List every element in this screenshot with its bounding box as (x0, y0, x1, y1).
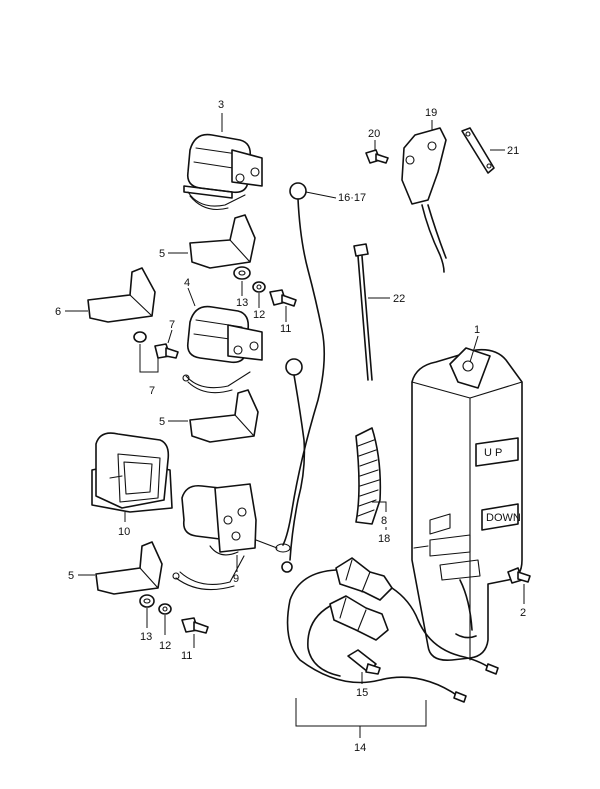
control-box-part-1: U P DOWN (411, 347, 523, 662)
label-1: 1 (474, 324, 480, 336)
clip-part-21 (461, 127, 495, 174)
label-11-lower: 11 (181, 650, 192, 662)
washer-part-7 (133, 331, 147, 343)
cable-part-16-17 (281, 182, 326, 573)
label-11-upper: 11 (280, 323, 291, 335)
boot-part-10 (91, 432, 173, 513)
relay-part-4 (182, 305, 263, 394)
label-12-lower: 12 (159, 640, 171, 652)
bracket-part-6 (87, 267, 156, 323)
fuse-part-15 (347, 649, 381, 675)
label-5-lower: 5 (68, 570, 74, 582)
label-10: 10 (118, 526, 130, 538)
washer-part-12-upper (252, 281, 266, 293)
leader-14 (295, 698, 427, 727)
bracket-part-5-lower (95, 541, 163, 595)
label-18: 18 (378, 533, 390, 545)
up-label: U P (484, 447, 502, 459)
leader-4 (187, 287, 196, 307)
tube-part-8-18 (355, 427, 382, 525)
bracket-part-5-upper (189, 214, 256, 269)
leader-8 (372, 501, 387, 512)
screw-part-2 (507, 567, 531, 584)
leader-16-17 (305, 191, 337, 199)
label-13-lower: 13 (140, 631, 152, 643)
down-label: DOWN (486, 512, 521, 524)
cable-tie-part-22 (353, 243, 373, 381)
label-16-17: 16·17 (338, 192, 366, 204)
bracket-part-5-middle (189, 389, 259, 443)
leader-1 (469, 335, 479, 363)
switch-part-19 (401, 127, 447, 273)
bolt-part-11-upper (269, 289, 297, 307)
label-14: 14 (354, 742, 366, 754)
harness-part-14 (286, 557, 499, 703)
label-7-upper: 7 (169, 319, 175, 331)
label-22: 22 (393, 293, 405, 305)
label-5-upper: 5 (159, 248, 165, 260)
bolt-part-20 (365, 149, 389, 164)
label-7-lower: 7 (149, 385, 155, 397)
washer-part-13-lower (139, 594, 155, 608)
relay-part-3 (183, 133, 263, 211)
screw-part-7 (154, 343, 179, 359)
label-3: 3 (218, 99, 224, 111)
label-13-upper: 13 (236, 297, 248, 309)
relay-part-9 (172, 483, 291, 591)
label-4: 4 (184, 277, 190, 289)
label-15: 15 (356, 687, 368, 699)
label-2: 2 (520, 607, 526, 619)
washer-part-12-lower (158, 603, 172, 615)
bolt-part-11-lower (181, 617, 209, 634)
leader-7-lower (139, 344, 159, 373)
leader-7-upper (167, 329, 173, 344)
label-9: 9 (233, 573, 239, 585)
label-6: 6 (55, 306, 61, 318)
label-21: 21 (507, 145, 519, 157)
washer-part-13-upper (233, 266, 251, 280)
label-19: 19 (425, 107, 437, 119)
label-12-upper: 12 (253, 309, 265, 321)
label-8: 8 (381, 515, 387, 527)
label-5-middle: 5 (159, 416, 165, 428)
label-20: 20 (368, 128, 380, 140)
